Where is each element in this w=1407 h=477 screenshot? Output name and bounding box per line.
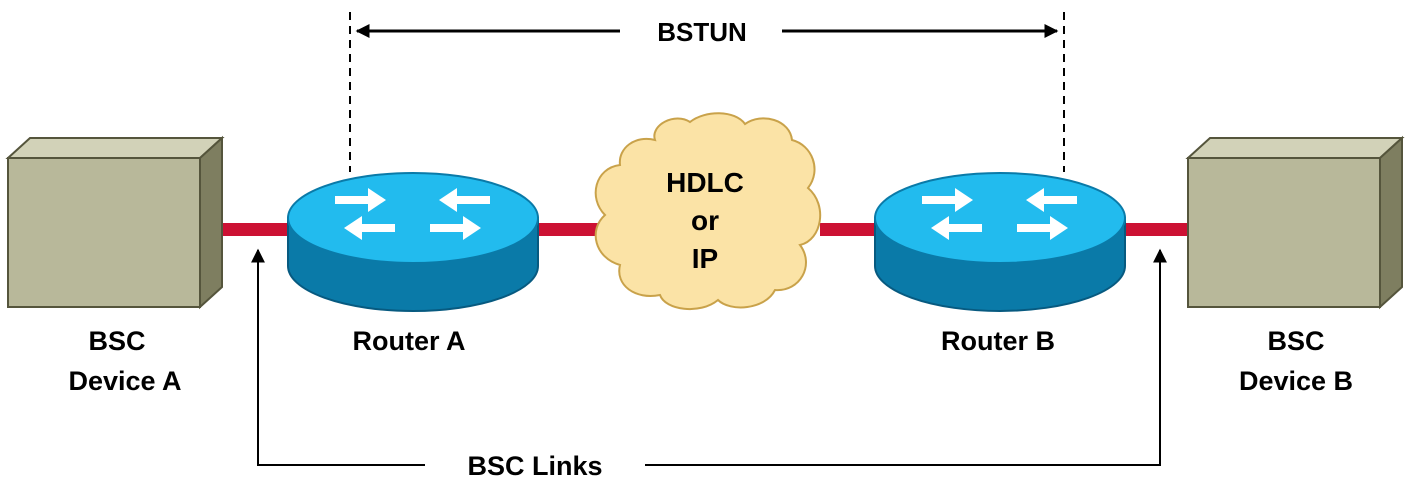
- router-icon: [287, 172, 539, 312]
- router-b-label: Router B: [941, 326, 1055, 356]
- cloud-shape: [594, 112, 822, 311]
- link-cloud-router-b: [820, 223, 880, 236]
- device-a-label-line1: BSC: [88, 326, 145, 356]
- router-b-top: [874, 172, 1126, 264]
- router-a-arrows-icon: [335, 188, 490, 240]
- link-device-a-router-a: [222, 223, 292, 236]
- device-a-side: [199, 135, 223, 310]
- device-b-top: [1185, 137, 1405, 159]
- device-box-icon: [5, 135, 225, 310]
- bsc-links-label: BSC Links: [467, 451, 602, 477]
- router-a-label: Router A: [353, 326, 466, 356]
- device-b-label-line2: Device B: [1239, 366, 1353, 396]
- cloud-icon: HDLC or IP: [594, 112, 822, 311]
- bstun-label: BSTUN: [657, 17, 747, 47]
- device-a-label-line2: Device A: [68, 366, 181, 396]
- cloud-label-line3: IP: [692, 243, 718, 274]
- serial-links: [222, 223, 1195, 236]
- cloud-label-line2: or: [691, 205, 719, 236]
- link-router-a-cloud: [530, 223, 600, 236]
- device-b-front: [1187, 157, 1381, 308]
- router-icon: [874, 172, 1126, 312]
- device-a-front: [7, 157, 201, 308]
- device-a-top: [5, 137, 225, 159]
- link-router-b-device-b: [1125, 223, 1195, 236]
- device-box-icon: [1185, 135, 1405, 310]
- device-b-label-line1: BSC: [1267, 326, 1324, 356]
- bsc-links-bracket: BSC Links: [251, 248, 1167, 477]
- router-b-arrows-icon: [922, 188, 1077, 240]
- router-a-top: [287, 172, 539, 264]
- device-b-side: [1379, 135, 1403, 310]
- cloud-label-line1: HDLC: [666, 167, 744, 198]
- bstun-span: BSTUN: [349, 12, 1065, 172]
